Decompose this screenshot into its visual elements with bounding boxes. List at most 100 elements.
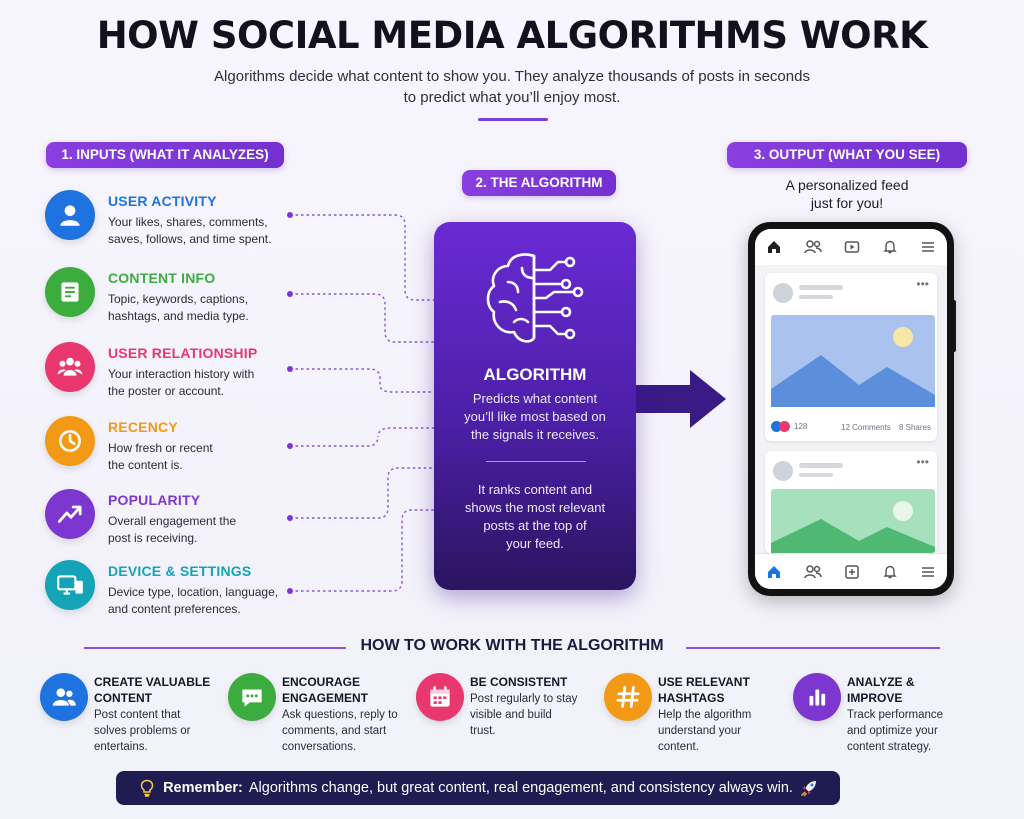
output-caption-line-1: A personalized feed — [785, 177, 909, 193]
tip-description-line: trust. — [470, 725, 496, 737]
tip-title-line: CONTENT — [94, 691, 152, 705]
video-icon[interactable] — [844, 239, 860, 255]
tip-description-line: Help the algorithm — [658, 709, 752, 721]
page-title: HOW SOCIAL MEDIA ALGORITHMS WORK — [96, 14, 928, 57]
algorithm-text-2-line: your feed. — [506, 536, 564, 551]
connector-recency — [290, 427, 434, 447]
tip-title: ANALYZE &IMPROVE — [847, 674, 915, 706]
algorithm-text-1-line: Predicts what content — [472, 391, 598, 406]
clock-icon — [59, 430, 81, 452]
post-image-placeholder — [771, 315, 935, 407]
tip-icon-badge — [40, 673, 88, 721]
post-avatar — [773, 461, 793, 481]
input-description-line: How fresh or recent — [108, 441, 213, 455]
feed-post[interactable]: ••• 128 12 Comments 8 Shares — [765, 273, 937, 441]
create-post-icon[interactable] — [844, 564, 860, 580]
algorithm-divider — [486, 461, 586, 462]
remember-label: Remember: — [163, 780, 243, 796]
phone-side-button — [952, 300, 956, 352]
input-description-line: and content preferences. — [108, 602, 241, 616]
home-icon[interactable] — [766, 239, 782, 255]
home-icon[interactable] — [766, 564, 782, 580]
input-description-line: Topic, keywords, captions, — [108, 292, 249, 306]
output-caption-line-2: just for you! — [810, 195, 884, 211]
tip-description-line: solves problems or — [94, 725, 191, 737]
input-title: CONTENT INFO — [108, 270, 216, 286]
bell-icon[interactable] — [882, 564, 898, 580]
algorithm-title: ALGORITHM — [483, 365, 587, 384]
tip-description-line: Post content that — [94, 709, 181, 721]
tip-icon-badge — [416, 673, 464, 721]
tip-title-line: BE CONSISTENT — [470, 675, 568, 689]
tip-title-line: ENCOURAGE — [282, 675, 361, 689]
bar-chart-icon — [809, 689, 826, 706]
input-description: Device type, location, language,and cont… — [108, 584, 278, 618]
more-options-icon[interactable]: ••• — [916, 455, 929, 469]
subtitle-line-1: Algorithms decide what content to show y… — [214, 68, 810, 85]
menu-icon[interactable] — [920, 564, 936, 580]
tip-description-line: conversations. — [282, 741, 357, 753]
tip-description-line: content. — [658, 741, 699, 753]
post-reactions[interactable]: 128 — [771, 421, 807, 432]
chat-icon — [242, 689, 262, 707]
input-description-line: post is receiving. — [108, 531, 198, 545]
more-options-icon[interactable]: ••• — [916, 277, 929, 291]
devices-icon — [57, 575, 83, 595]
connector-device-settings — [290, 509, 434, 592]
page-subtitle: Algorithms decide what content to show y… — [180, 66, 844, 108]
how-divider-right — [686, 647, 940, 649]
tip-description-line: comments, and start — [282, 725, 387, 737]
input-icon-badge — [45, 190, 95, 240]
feed-post[interactable]: ••• — [765, 451, 937, 553]
tip-title: USE RELEVANT HASHTAGS — [658, 674, 750, 706]
input-icon-badge — [45, 489, 95, 539]
input-description-line: Overall engagement the — [108, 514, 237, 528]
subtitle-line-2: to predict what you’ll enjoy most. — [403, 89, 621, 106]
lightbulb-icon — [140, 779, 154, 797]
algorithm-text-1-line: you’ll like most based on — [464, 409, 606, 424]
tip-title: BE CONSISTENT — [470, 674, 567, 690]
friends-icon[interactable] — [804, 239, 822, 255]
title-divider — [478, 118, 548, 121]
post-shares-count[interactable]: 8 Shares — [898, 423, 931, 432]
input-title: POPULARITY — [108, 492, 201, 508]
inputs-section-pill: 1. INPUTS (WHAT IT ANALYZES) — [46, 142, 284, 168]
algorithm-text-2-line: shows the most relevant — [464, 500, 606, 515]
tip-description-line: Post regularly to stay — [470, 693, 578, 705]
tip-icon-badge — [604, 673, 652, 721]
how-section-title: HOW TO WORK WITH THE ALGORITHM — [360, 637, 664, 654]
post-avatar — [773, 283, 793, 303]
post-meta-placeholder — [799, 473, 833, 477]
input-description-line: Your interaction history with — [108, 367, 255, 381]
post-comments-count[interactable]: 12 Comments — [841, 423, 891, 432]
tip-title-line: HASHTAGS — [658, 691, 725, 705]
input-title: USER RELATIONSHIP — [108, 345, 258, 361]
input-title: RECENCY — [108, 419, 178, 435]
people-icon — [52, 688, 76, 706]
post-name-placeholder — [799, 463, 843, 468]
connector-user-relationship — [290, 368, 434, 393]
tip-description-line: content strategy. — [847, 741, 932, 753]
input-description: Your likes, shares, comments,saves, foll… — [108, 214, 271, 248]
user-icon — [60, 205, 80, 226]
tip-title-line: USE RELEVANT — [658, 675, 750, 689]
bell-icon[interactable] — [882, 239, 898, 255]
phone-screen: ••• 128 12 Comments 8 Shares ••• — [755, 229, 947, 589]
input-description-line: the content is. — [108, 458, 183, 472]
input-description-line: Your likes, shares, comments, — [108, 215, 268, 229]
algorithm-section-pill: 2. THE ALGORITHM — [462, 170, 616, 196]
document-icon — [61, 282, 79, 302]
menu-icon[interactable] — [920, 239, 936, 255]
input-description: Topic, keywords, captions,hashtags, and … — [108, 291, 249, 325]
connector-popularity — [290, 467, 434, 519]
connector-user-activity — [290, 214, 434, 301]
friends-icon[interactable] — [804, 564, 822, 580]
how-divider-left — [84, 647, 346, 649]
calendar-icon — [430, 686, 450, 707]
